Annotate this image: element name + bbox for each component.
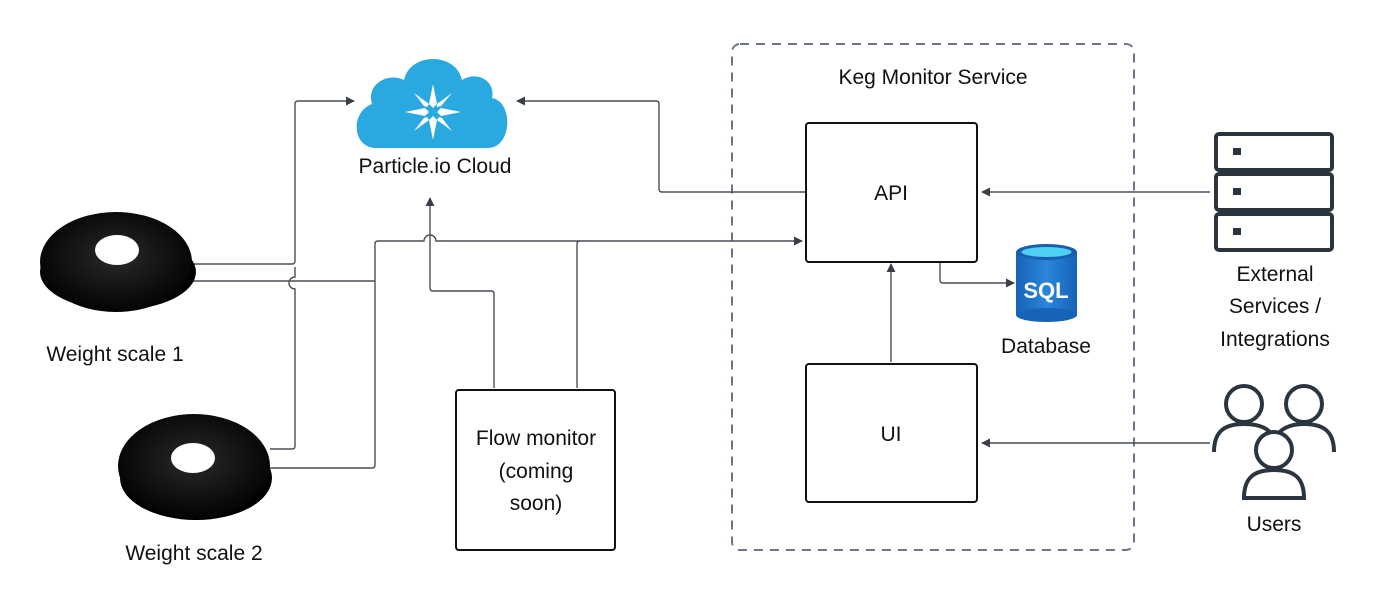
- flow-monitor-line-2: (coming: [499, 460, 574, 483]
- users-label: Users: [1247, 513, 1302, 536]
- flow-monitor-line-1: Flow monitor: [476, 427, 596, 450]
- external-label-line-2: Services /: [1229, 295, 1321, 318]
- weight-scale-1-node: Weight scale 1: [40, 212, 196, 366]
- cloud-label: Particle.io Cloud: [359, 155, 512, 178]
- connectors: [188, 96, 1210, 469]
- sql-database-icon: SQL: [1016, 244, 1077, 322]
- weight-scale-disk-icon: [118, 414, 272, 520]
- sql-icon-text: SQL: [1023, 278, 1068, 303]
- api-label: API: [874, 182, 908, 205]
- server-rack-icon: [1214, 132, 1334, 252]
- service-boundary: [731, 43, 1135, 551]
- api-node: API: [805, 122, 978, 263]
- scale2-to-api-connector: [270, 234, 803, 469]
- ui-node: UI: [805, 363, 978, 503]
- external-label-line-1: External: [1236, 263, 1313, 286]
- database-label: Database: [1001, 335, 1091, 358]
- weight-scale-1-label: Weight scale 1: [46, 343, 183, 366]
- service-title: Keg Monitor Service: [838, 66, 1027, 89]
- ui-label: UI: [881, 423, 902, 446]
- scale1-to-cloud-connector: [188, 96, 355, 265]
- external-label-line-3: Integrations: [1220, 328, 1330, 351]
- database-node: SQL Database: [1001, 244, 1091, 358]
- flow-monitor-to-api-connector: [576, 240, 581, 388]
- flow-monitor-line-3: soon): [510, 492, 563, 515]
- api-to-cloud-connector: [516, 96, 806, 193]
- scale2-to-cloud-connector: [270, 267, 296, 450]
- flow-monitor-box: [455, 389, 616, 551]
- external-services-node: External Services / Integrations: [1214, 132, 1334, 351]
- cloud-icon: [356, 59, 508, 148]
- api-to-database-connector: [939, 262, 1015, 288]
- ui-box: [805, 363, 978, 503]
- particle-star-icon: [405, 84, 461, 140]
- users-group-icon: [1212, 384, 1336, 500]
- keg-monitor-service-group: Keg Monitor Service: [731, 43, 1135, 551]
- api-box: [805, 122, 978, 263]
- users-node: Users: [1212, 384, 1336, 536]
- weight-scale-2-label: Weight scale 2: [125, 542, 262, 565]
- weight-scale-2-node: Weight scale 2: [118, 414, 272, 565]
- weight-scale-disk-icon: [40, 212, 196, 312]
- particle-cloud-node: Particle.io Cloud: [356, 59, 512, 178]
- flow-monitor-to-cloud-connector: [425, 197, 495, 388]
- flow-monitor-node: Flow monitor (coming soon): [455, 389, 616, 551]
